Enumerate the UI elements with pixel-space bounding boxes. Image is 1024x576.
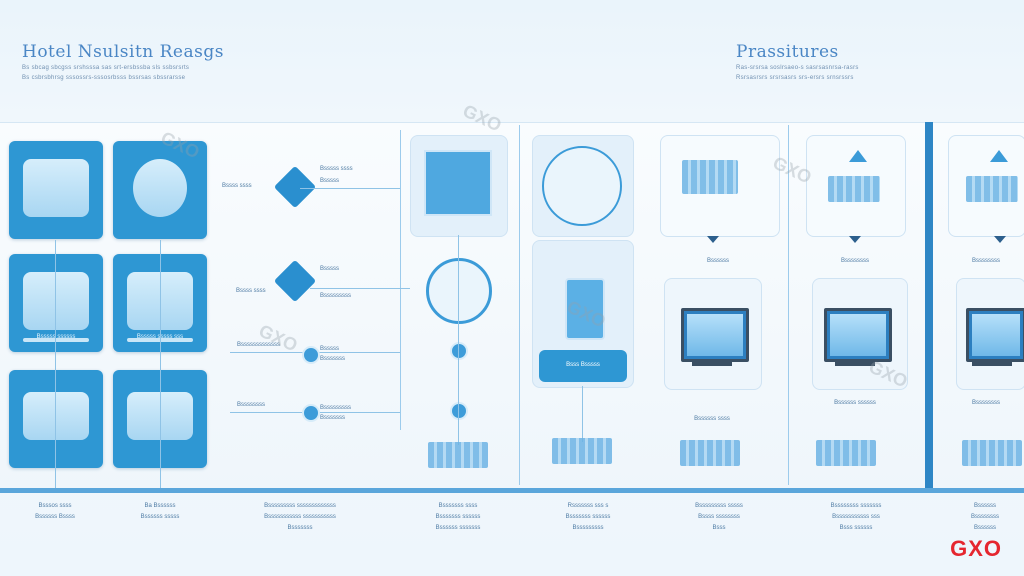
city-icon <box>680 440 740 466</box>
footer-label: Bsssos ssss <box>38 503 72 509</box>
footer-label: Bssssss <box>973 525 996 531</box>
footer-label: Bsssssssssss sss <box>832 514 880 520</box>
server-icon <box>828 176 880 202</box>
flow-arrow <box>310 288 410 289</box>
monitor-stand <box>692 362 732 366</box>
phone-icon[interactable] <box>565 278 605 340</box>
node-label: Bsssssssss <box>320 405 352 411</box>
tile-building[interactable] <box>9 254 103 352</box>
action-button-label: Bsss Bsssss <box>566 362 600 368</box>
separator-line <box>788 125 789 485</box>
footer-label: Bsss <box>712 525 726 531</box>
hub-node[interactable] <box>450 342 468 360</box>
tile-hotel-badge[interactable] <box>113 141 207 239</box>
arrow-down-icon <box>994 236 1006 243</box>
column-top-label: Bssssssss <box>840 258 869 264</box>
diamond-label: Bsssss <box>320 266 340 272</box>
clock-ring[interactable] <box>542 146 622 226</box>
footer-label: Bssss ssssssss <box>698 514 740 520</box>
monitor-icon[interactable] <box>966 308 1024 362</box>
flow-node[interactable] <box>302 404 320 422</box>
flow-arrow <box>300 188 400 189</box>
brand-logo: GXO <box>950 536 1002 561</box>
footer-label: Rsssssss sss s <box>567 503 609 509</box>
monitor-stand <box>835 362 875 366</box>
column-top-label: Bssssss <box>706 258 729 264</box>
upload-icon <box>849 150 867 162</box>
arrow-label: Bssss ssss <box>236 288 266 294</box>
monitor-stand <box>972 362 1012 366</box>
separator-line <box>400 130 401 430</box>
footer-label: Bssssssss <box>970 514 999 520</box>
footer-label: Bsss ssssss <box>839 525 873 531</box>
connector-line <box>582 386 583 442</box>
footer-label: Bssssss sssss <box>140 514 180 520</box>
upload-icon <box>990 150 1008 162</box>
separator-line <box>519 125 520 485</box>
node-label: Bsssssss <box>320 356 346 362</box>
footer-label: Ba Bssssss <box>144 503 176 509</box>
city-icon <box>428 442 488 468</box>
hub-ring[interactable] <box>426 258 492 324</box>
timeline-bar <box>0 488 1024 493</box>
server-icon <box>966 176 1018 202</box>
connector-line <box>458 235 459 445</box>
footer-label: Bsssssss ssssss <box>435 514 481 520</box>
footer-label: Bsssssss <box>287 525 313 531</box>
right-subtitle-2: Rsrsasrsrs srsrsasrs srs-ersrs srnsrssrs <box>736 75 854 81</box>
connector-line <box>55 240 56 490</box>
column-bottom-label: Bssssssss <box>971 400 1000 406</box>
monitor-icon[interactable] <box>824 308 892 362</box>
node-label: Bsssssss <box>320 415 346 421</box>
tile-checkin[interactable] <box>9 141 103 239</box>
tile-label: Bsssss ssssss <box>36 334 76 340</box>
right-subtitle-1: Ras-srsrsa soslrsaeo-s sasrsasnrsa-rasrs <box>736 65 859 71</box>
arrow-label: Bssss ssss <box>222 183 252 189</box>
footer-label: Bsssssss ssss <box>438 503 478 509</box>
footer-label: Bsssssssss sssss <box>695 503 743 509</box>
footer-label: Bssssss sssssss <box>435 525 481 531</box>
footer-label: Bssssss <box>973 503 996 509</box>
right-title: Prassitures <box>736 42 839 62</box>
diamond-label: Bsssss <box>320 178 340 184</box>
server-screen[interactable] <box>424 150 492 216</box>
hotel-icon <box>682 160 738 194</box>
column-top-label: Bssssssss <box>971 258 1000 264</box>
city-icon <box>816 440 876 466</box>
footer-label: Bssssss Bssss <box>35 514 75 520</box>
footer-label: Bsssssssss <box>572 525 604 531</box>
diamond-label: Bsssss ssss <box>320 166 353 172</box>
left-subtitle-1: Bs sbcag sbcgss srshsssa sas srt-ersbssb… <box>22 65 190 71</box>
flow-node[interactable] <box>302 346 320 364</box>
node-label: Bsssss <box>320 346 340 352</box>
left-title: Hotel Nsulsitn Reasgs <box>22 42 224 62</box>
monitor-icon[interactable] <box>681 308 749 362</box>
arrow-label: Bsssssssssssss <box>237 342 281 348</box>
column-bottom-label: Bssssss ssssss <box>834 400 876 406</box>
arrow-down-icon <box>849 236 861 243</box>
hub-node[interactable] <box>450 402 468 420</box>
diamond-label: Bsssssssss <box>320 293 352 299</box>
left-subtitle-2: Bs csbrsbhrsg sssossrs-sssosrbsss bssrsa… <box>22 75 186 81</box>
arrow-label: Bssssssss <box>237 402 266 408</box>
column-bottom-label: Bssssss ssss <box>694 416 730 422</box>
city-icon <box>552 438 612 464</box>
separator-bar <box>925 122 933 490</box>
connector-line <box>160 240 161 490</box>
footer-label: Bsssssssss sssssssssssss <box>264 503 336 509</box>
footer-label: Bsssssss ssssss <box>565 514 611 520</box>
city-icon <box>962 440 1022 466</box>
footer-label: Bsssssssssss sssssssssss <box>264 514 336 520</box>
footer-label: Bssssssss sssssss <box>830 503 882 509</box>
action-button[interactable] <box>539 350 627 382</box>
arrow-down-icon <box>707 236 719 243</box>
tile-cloud-left[interactable] <box>9 370 103 468</box>
